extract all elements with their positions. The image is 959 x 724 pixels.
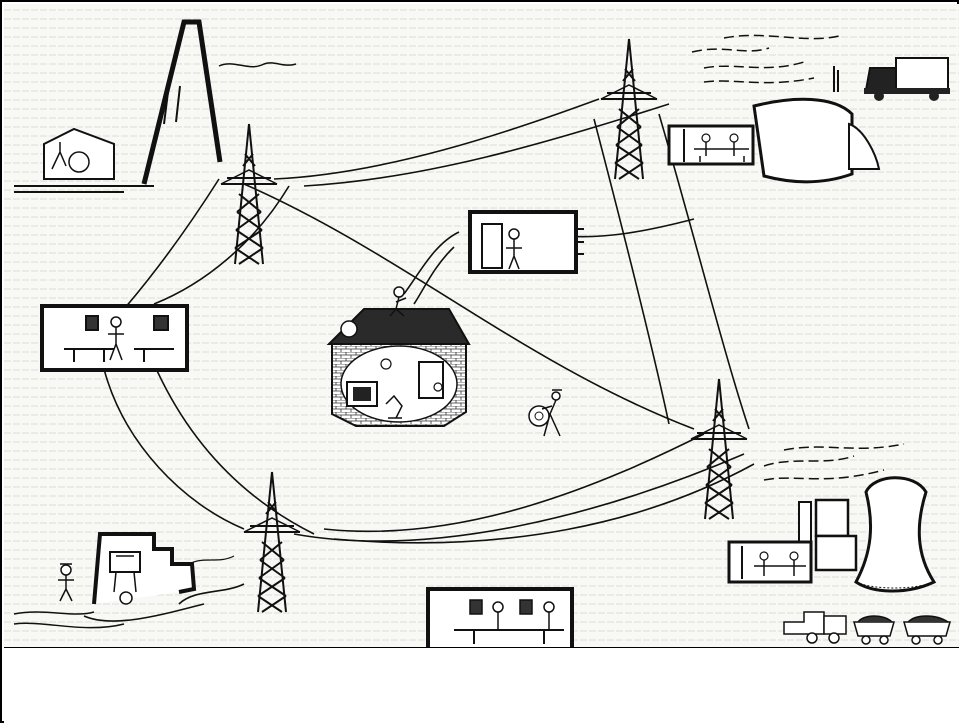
control-room xyxy=(428,589,572,647)
caption-area xyxy=(4,647,959,724)
control-room xyxy=(669,126,753,164)
substation xyxy=(470,212,584,272)
power-grid-illustration xyxy=(4,4,959,647)
control-room xyxy=(729,542,811,582)
house xyxy=(329,309,469,426)
control-room xyxy=(42,306,187,370)
